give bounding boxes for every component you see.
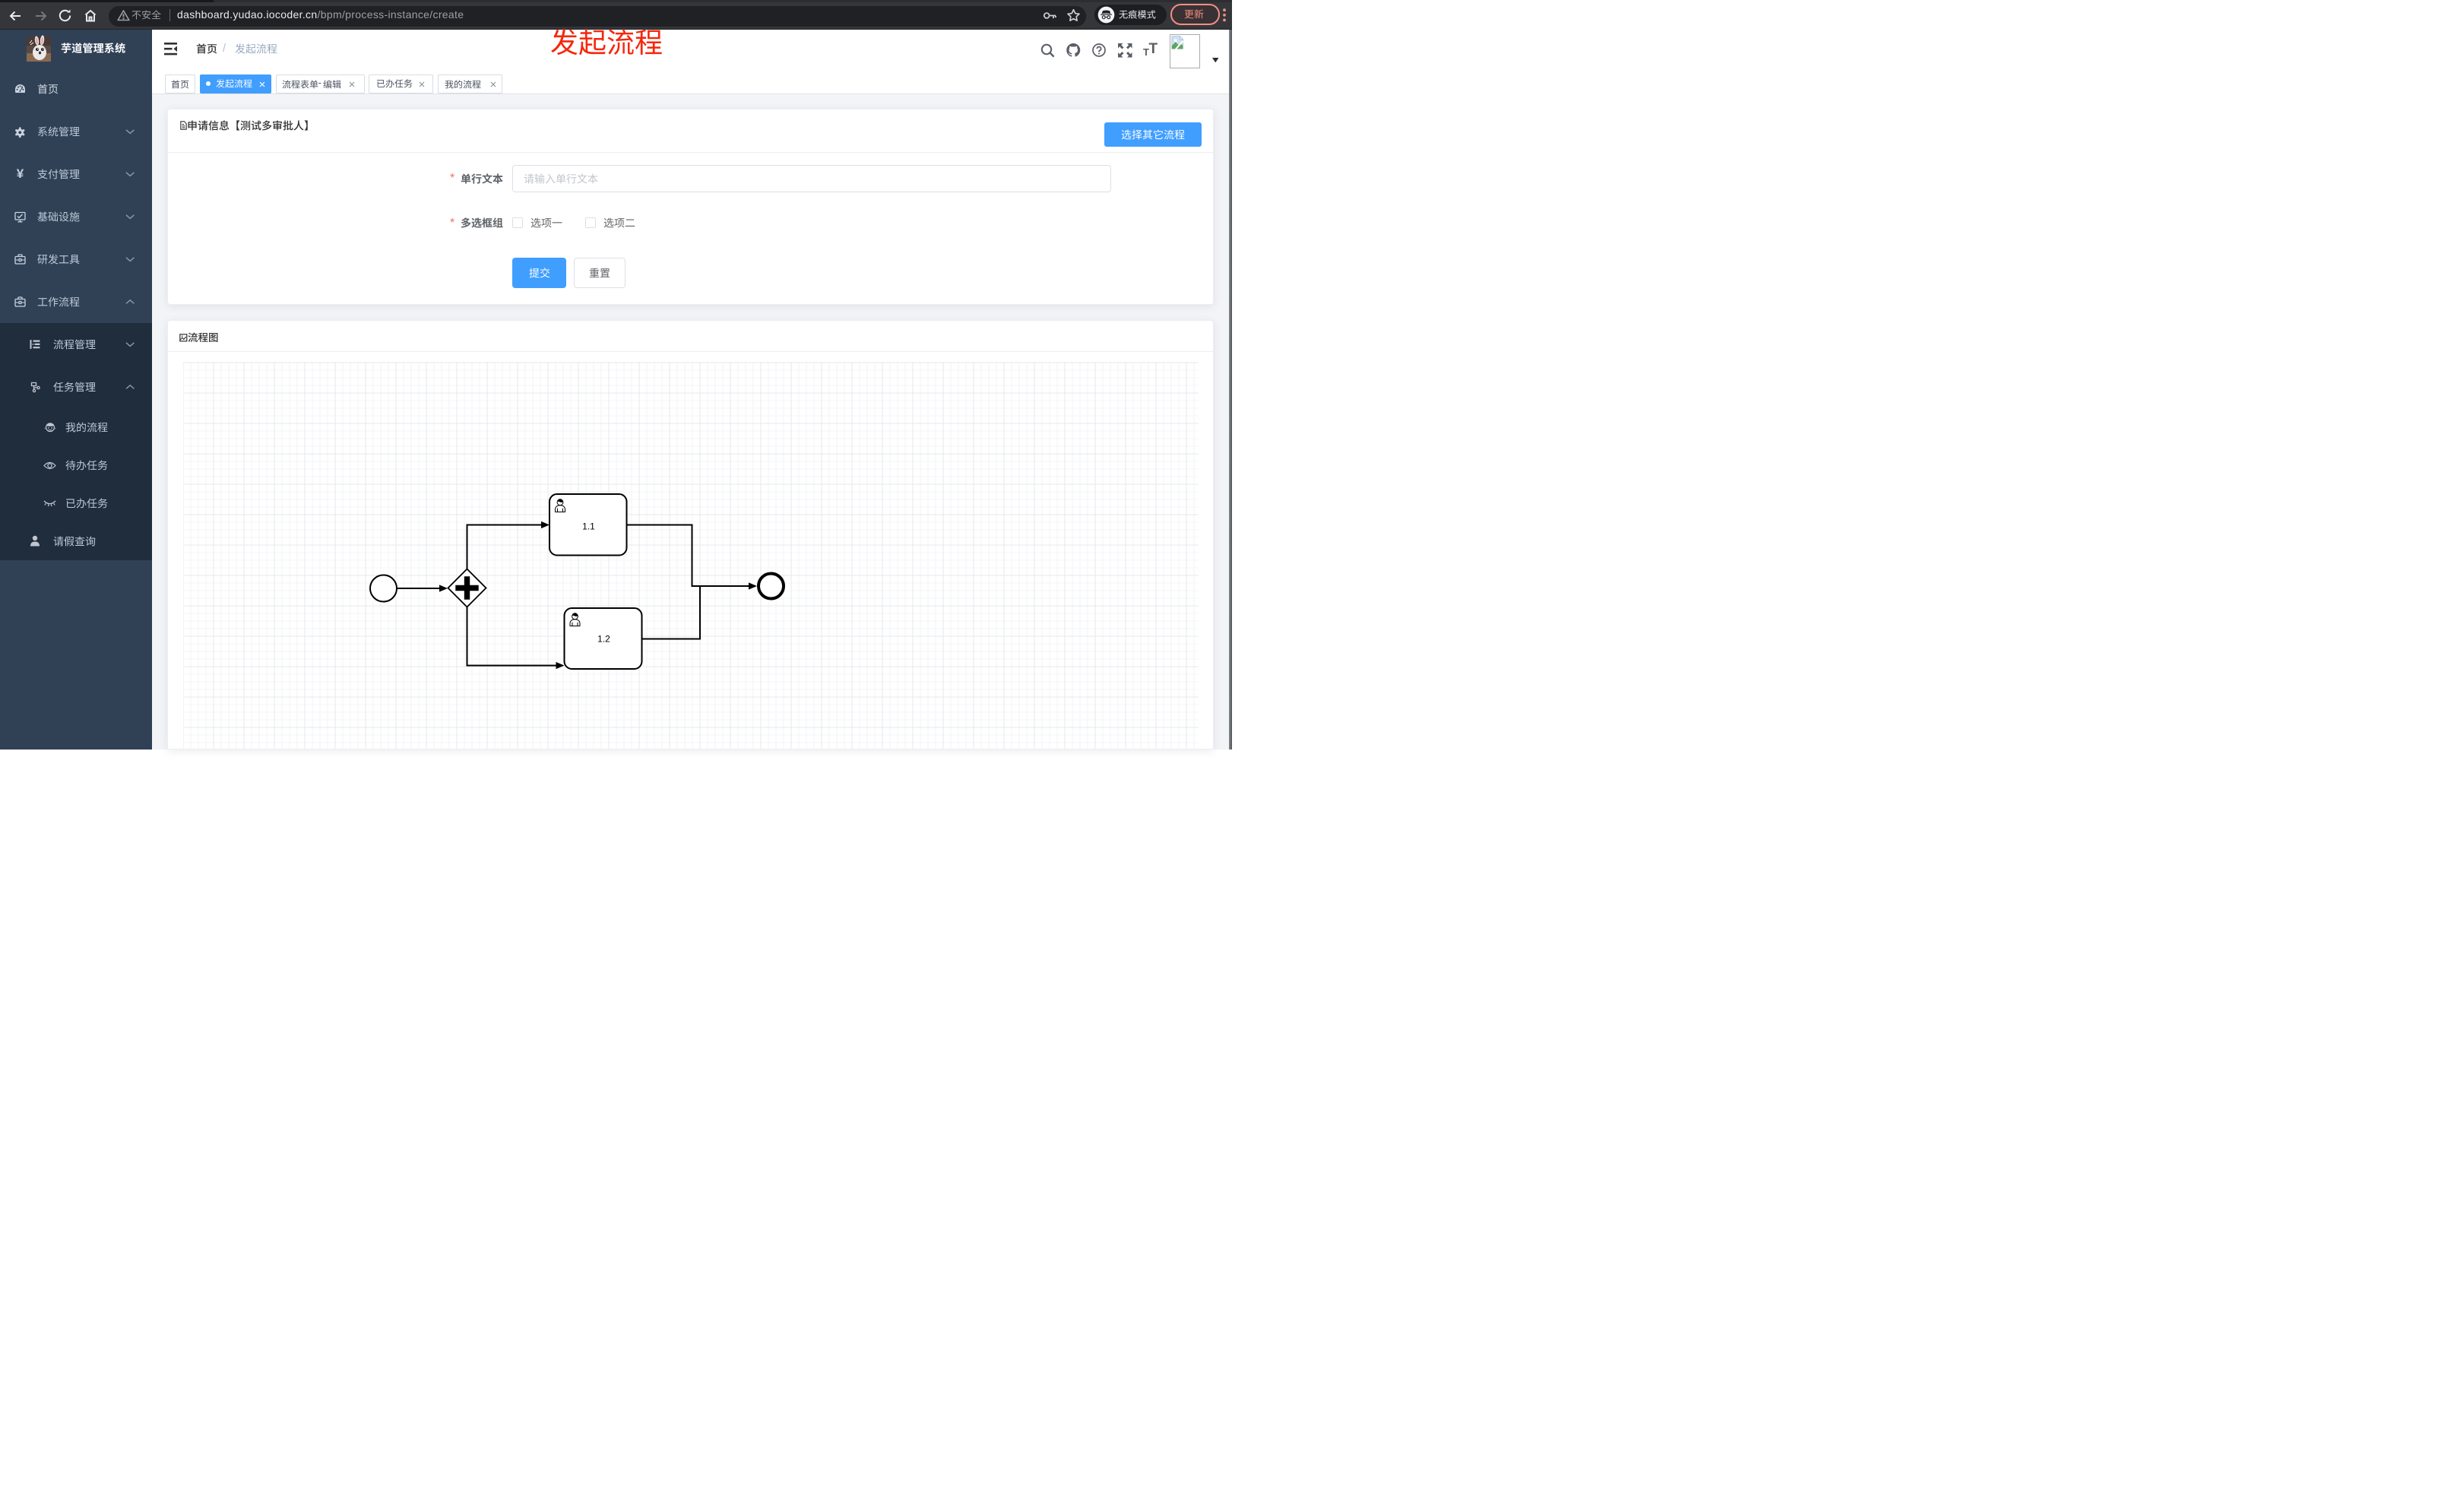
svg-text:1.2: 1.2 — [597, 634, 610, 645]
svg-text:1.1: 1.1 — [582, 521, 595, 532]
